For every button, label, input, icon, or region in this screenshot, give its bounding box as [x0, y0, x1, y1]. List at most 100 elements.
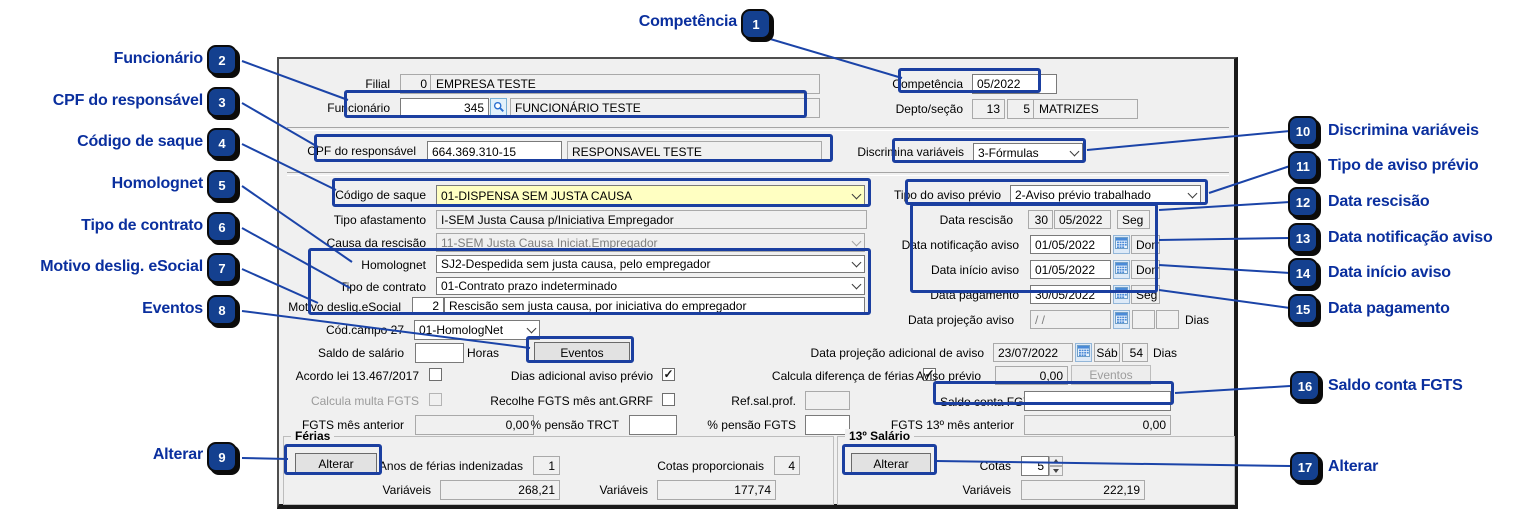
- salario13-alterar-button[interactable]: Alterar: [851, 453, 931, 474]
- annotation-label-4: Código de saque: [77, 133, 203, 150]
- salario13-group-title: 13º Salário: [845, 429, 915, 443]
- pensao-trct-input[interactable]: [629, 415, 677, 435]
- data-pagamento-calendar-button[interactable]: [1113, 285, 1130, 304]
- anos-ferias-label: Anos de férias indenizadas: [378, 459, 523, 473]
- annotation-badge-17: 17: [1290, 452, 1320, 482]
- annotation-label-3: CPF do responsável: [52, 92, 203, 109]
- annotation-badge-4: 4: [207, 128, 237, 158]
- annotation-badge-7: 7: [207, 253, 237, 283]
- annotation-badge-8: 8: [207, 295, 237, 325]
- ferias-variaveis2-label: Variáveis: [599, 483, 648, 497]
- calcula-diferenca-checkbox[interactable]: [923, 368, 936, 381]
- salario13-cotas-spinner[interactable]: [1049, 456, 1063, 476]
- annotation-label-11: Tipo de aviso prévio: [1328, 157, 1479, 174]
- dias-adicional-checkbox[interactable]: [662, 368, 675, 381]
- data-projecao-calendar-button[interactable]: [1113, 310, 1130, 329]
- saldo-fgts-input[interactable]: [1024, 391, 1171, 411]
- discrimina-dropdown[interactable]: 3-Fórmulas: [973, 143, 1083, 163]
- annotation-badge-2: 2: [207, 45, 237, 75]
- calcula-multa-label: Calcula multa FGTS: [310, 394, 419, 408]
- spinner-down-icon[interactable]: [1049, 466, 1063, 476]
- calcula-multa-checkbox: [429, 393, 442, 406]
- data-inicio-input[interactable]: 01/05/2022: [1030, 260, 1111, 279]
- recolhe-fgts-label: Recolhe FGTS mês ant.GRRF: [490, 394, 653, 408]
- pensao-fgts-label: % pensão FGTS: [707, 418, 796, 432]
- calendar-icon: [1115, 312, 1128, 327]
- competencia-input[interactable]: 05/2022: [972, 74, 1057, 94]
- tipo-aviso-label: Tipo do aviso prévio: [894, 188, 1001, 202]
- salario13-cotas-input[interactable]: 5: [1021, 456, 1049, 476]
- annotation-badge-13: 13: [1288, 223, 1318, 253]
- dias-adicional-label: Dias adicional aviso prévio: [510, 369, 653, 383]
- data-inicio-label: Data início aviso: [930, 263, 1019, 277]
- annotation-label-10: Discrimina variáveis: [1328, 122, 1479, 139]
- filial-label: Filial: [365, 77, 390, 91]
- data-rescisao-day-field: 30: [1028, 210, 1053, 229]
- ref-sal-prof-field: [805, 391, 850, 410]
- funcionario-label: Funcionário: [327, 101, 390, 115]
- salario13-variaveis-label: Variáveis: [962, 483, 1011, 497]
- data-notificacao-calendar-button[interactable]: [1113, 235, 1130, 254]
- depto-name-field: 5 MATRIZES: [1007, 99, 1138, 119]
- annotation-label-14: Data início aviso: [1328, 264, 1451, 281]
- data-proj-adicional-field: 23/07/2022: [993, 343, 1073, 362]
- cotas-proporcionais-label: Cotas proporcionais: [657, 459, 764, 473]
- data-rescisao-month-field: 05/2022: [1054, 210, 1111, 229]
- annotation-badge-9: 9: [207, 442, 237, 472]
- anos-ferias-field: 1: [533, 456, 560, 475]
- cod-campo27-dropdown[interactable]: 01-HomologNet: [414, 320, 540, 340]
- annotation-badge-12: 12: [1288, 187, 1318, 217]
- ferias-alterar-button[interactable]: Alterar: [295, 453, 377, 474]
- annotation-label-6: Tipo de contrato: [81, 217, 203, 234]
- separator: [287, 172, 1229, 176]
- annotation-label-2: Funcionário: [113, 50, 204, 67]
- cpf-input[interactable]: 664.369.310-15: [427, 141, 562, 162]
- annotation-label-9: Alterar: [152, 446, 203, 463]
- annotation-badge-10: 10: [1288, 116, 1318, 146]
- data-pagamento-input[interactable]: 30/05/2022: [1030, 285, 1111, 304]
- tipo-aviso-dropdown[interactable]: 2-Aviso prévio trabalhado: [1010, 185, 1201, 205]
- fgts-13-field: 0,00: [1024, 415, 1171, 435]
- annotation-label-16: Saldo conta FGTS: [1328, 377, 1463, 394]
- annotation-label-15: Data pagamento: [1328, 300, 1450, 317]
- depto-label: Depto/seção: [895, 102, 963, 116]
- motivo-deslig-field: Rescisão sem justa causa, por iniciativa…: [444, 297, 865, 315]
- saldo-salario-input[interactable]: [415, 343, 464, 363]
- homolognet-label: Homolognet: [361, 258, 426, 272]
- rescisao-window: Filial 0 EMPRESA TESTE Funcionário 345 F…: [277, 57, 1238, 509]
- codigo-saque-dropdown[interactable]: 01-DISPENSA SEM JUSTA CAUSA: [436, 185, 865, 206]
- chevron-down-icon: [848, 186, 864, 205]
- funcionario-search-button[interactable]: [490, 98, 507, 118]
- tipo-afastamento-label: Tipo afastamento: [333, 213, 426, 227]
- ref-sal-prof-label: Ref.sal.prof.: [731, 394, 796, 408]
- annotation-label-8: Eventos: [142, 300, 203, 317]
- ferias-variaveis2-field: 177,74: [657, 480, 776, 500]
- pensao-fgts-input[interactable]: [805, 415, 850, 435]
- salario13-variaveis-field: 222,19: [1021, 480, 1145, 500]
- tipo-contrato-label: Tipo de contrato: [339, 280, 426, 294]
- tipo-contrato-dropdown[interactable]: 01-Contrato prazo indeterminado: [436, 277, 865, 295]
- spinner-up-icon[interactable]: [1049, 456, 1063, 466]
- annotation-badge-16: 16: [1290, 371, 1320, 401]
- calendar-icon: [1115, 237, 1128, 252]
- data-projecao-field: / /: [1030, 310, 1111, 329]
- eventos-button[interactable]: Eventos: [534, 342, 630, 363]
- annotation-label-7: Motivo deslig. eSocial: [40, 258, 203, 275]
- horas-label: Horas: [467, 346, 500, 360]
- annotation-badge-6: 6: [207, 212, 237, 242]
- competencia-label: Competência: [892, 77, 963, 91]
- data-notificacao-input[interactable]: 01/05/2022: [1030, 235, 1111, 254]
- annotation-label-5: Homolognet: [111, 175, 204, 192]
- cpf-label: CPF do responsável: [307, 144, 416, 158]
- data-proj-adicional-calendar-button[interactable]: [1075, 343, 1092, 362]
- funcionario-code-input[interactable]: 345: [400, 98, 489, 118]
- motivo-deslig-code-input[interactable]: 2: [412, 297, 444, 315]
- ferias-variaveis-field: 268,21: [440, 480, 560, 500]
- acordo-lei-checkbox[interactable]: [429, 368, 442, 381]
- search-icon: [493, 101, 505, 116]
- data-inicio-calendar-button[interactable]: [1113, 260, 1130, 279]
- chevron-down-icon: [1066, 144, 1082, 162]
- cpf-name-field: RESPONSAVEL TESTE: [567, 141, 822, 162]
- homolognet-dropdown[interactable]: SJ2-Despedida sem justa causa, pelo empr…: [436, 255, 865, 273]
- recolhe-fgts-checkbox[interactable]: [662, 393, 675, 406]
